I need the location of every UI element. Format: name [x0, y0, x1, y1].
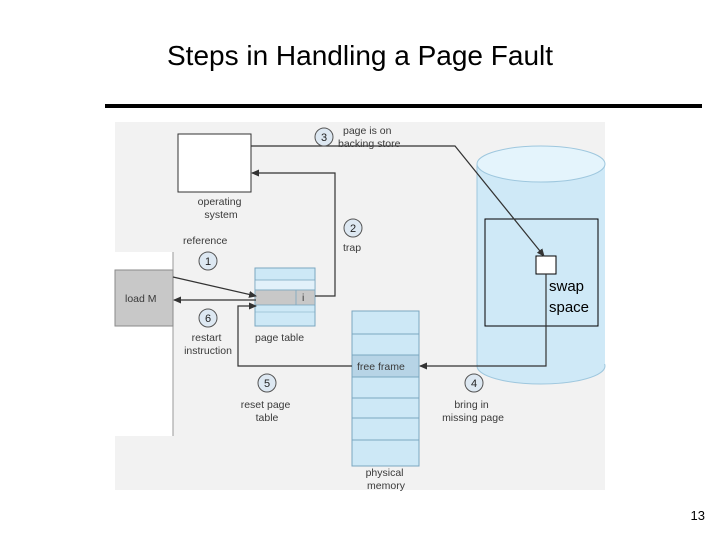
- arrow-step-1: [172, 276, 257, 298]
- step-6-label: restart instruction: [184, 332, 232, 357]
- title-divider: [105, 104, 702, 108]
- svg-text:4: 4: [471, 378, 477, 390]
- step-5-badge: 5: [257, 373, 277, 393]
- step-5-label: reset page table: [241, 399, 294, 424]
- svg-text:1: 1: [205, 256, 211, 268]
- flow-arrows: [172, 145, 547, 370]
- step-6-badge: 6: [198, 308, 218, 328]
- step-2-badge: 2: [343, 218, 363, 238]
- backing-store-disk: [476, 145, 606, 385]
- step-1-label: reference: [183, 235, 228, 247]
- step-3-badge: 3: [314, 127, 334, 147]
- slide-title: Steps in Handling a Page Fault: [166, 40, 554, 71]
- slide-number: 13: [690, 508, 705, 523]
- operating-system-box: [177, 133, 252, 193]
- svg-text:2: 2: [350, 223, 356, 235]
- step-3-label: page is on backing store: [338, 125, 401, 150]
- os-label: operating system: [198, 196, 245, 221]
- arrow-step-2: [251, 169, 336, 297]
- arrow-step-4: [419, 274, 547, 370]
- instruction-text: load M: [125, 293, 157, 305]
- free-frame-label: free frame: [357, 361, 405, 373]
- step-2-label: trap: [343, 242, 361, 254]
- svg-text:6: 6: [205, 313, 211, 325]
- swap-space-region: [484, 218, 599, 327]
- arrow-step-3: [251, 145, 545, 257]
- arrow-step-5: [237, 302, 352, 367]
- step-4-label: bring in missing page: [442, 399, 504, 424]
- page-table: [254, 267, 316, 327]
- svg-text:5: 5: [264, 378, 270, 390]
- svg-text:3: 3: [321, 132, 327, 144]
- page-table-label: page table: [255, 332, 304, 344]
- swap-space-label: swap space: [549, 278, 589, 316]
- step-4-badge: 4: [464, 373, 484, 393]
- physical-memory: [351, 310, 420, 467]
- page-table-invalid-bit: i: [302, 292, 304, 304]
- physical-memory-label: physical memory: [366, 467, 407, 492]
- missing-page-block: [535, 255, 557, 275]
- step-1-badge: 1: [198, 251, 218, 271]
